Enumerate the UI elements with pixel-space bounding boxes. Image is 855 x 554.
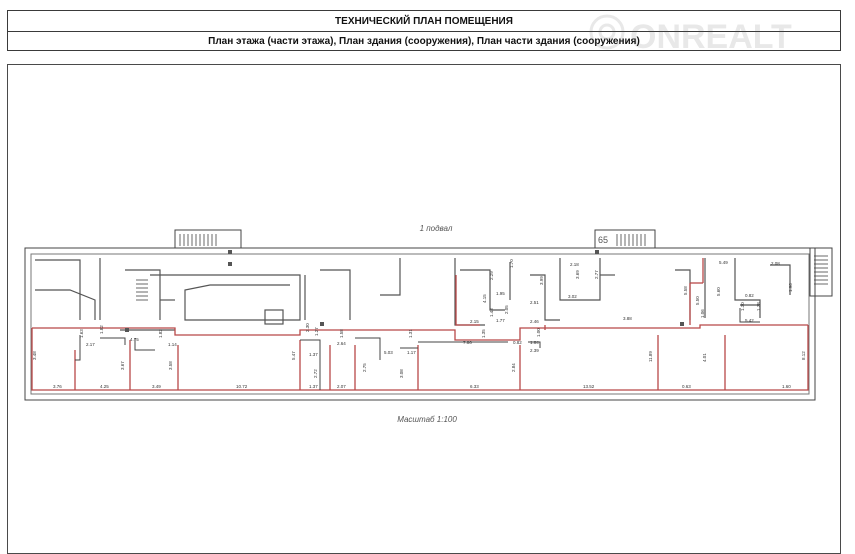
- level-marker: 65: [598, 235, 608, 245]
- scale-label: Масштаб 1:100: [397, 415, 457, 424]
- dimension-label: 1.00: [536, 328, 541, 337]
- dimension-label: 1.37: [309, 352, 318, 357]
- dimension-labels: 3.48 3.76 2.17 1.82 1.63 4.25 3.67 4.75 1.82 1.14…: [32, 259, 806, 389]
- lower-partitions: [75, 308, 760, 390]
- dimension-label: 1.60: [782, 384, 791, 389]
- dimension-label: 3.02: [568, 294, 577, 299]
- dimension-label: 2.51: [530, 300, 539, 305]
- dimension-label: 1.58: [339, 329, 344, 338]
- dimension-label: 3.58: [168, 361, 173, 370]
- dimension-label: 1.70: [509, 259, 514, 268]
- dimension-label: 1.96: [788, 283, 793, 292]
- stair-hatching: [136, 234, 828, 301]
- dimension-label: 3.08: [399, 369, 404, 378]
- dimension-label: 0.82: [745, 293, 754, 298]
- watermark-text: ONREALT: [630, 18, 792, 56]
- dimension-label: 1.30: [740, 302, 745, 311]
- stairwell-left: [174, 229, 242, 249]
- dimension-label: 2.18: [570, 262, 579, 267]
- dimension-label: 1.31: [408, 329, 413, 338]
- document-title: ТЕХНИЧЕСКИЙ ПЛАН ПОМЕЩЕНИЯ: [8, 11, 840, 32]
- dimension-label: 2.46: [530, 319, 539, 324]
- dimension-label: 5.03: [384, 350, 393, 355]
- dimension-label: 2.08: [771, 261, 780, 266]
- dimension-label: 1.35: [481, 329, 486, 338]
- dimension-label: 2.15: [470, 319, 479, 324]
- dimension-label: 6.33: [470, 384, 479, 389]
- dimension-label: 0.82: [513, 340, 522, 345]
- dimension-label: 1.82: [158, 329, 163, 338]
- dimension-label: 4.15: [482, 294, 487, 303]
- floor-label: 1 подвал: [420, 224, 453, 233]
- dimension-label: 2.29: [489, 271, 494, 280]
- highlighted-premises: [31, 258, 809, 391]
- dimension-label: 2.17: [86, 342, 95, 347]
- stairwell-east: [809, 247, 833, 297]
- dimension-label: 3.48: [32, 351, 37, 360]
- dimension-label: 10.72: [236, 384, 248, 389]
- dimension-label: 13.52: [583, 384, 595, 389]
- dimension-label: 3.67: [120, 361, 125, 370]
- document-header: ТЕХНИЧЕСКИЙ ПЛАН ПОМЕЩЕНИЯ План этажа (ч…: [7, 10, 841, 51]
- dimension-label: 3.69: [575, 270, 580, 279]
- dimension-label: 11.89: [648, 351, 653, 362]
- dimension-label: 5.42: [745, 318, 754, 323]
- dimension-label: 1.27: [314, 327, 319, 336]
- dimension-label: 1.78: [756, 302, 761, 311]
- dimension-label: 1.06: [700, 309, 705, 318]
- dimension-label: 1.14: [168, 342, 177, 347]
- dimension-label: 5.60: [716, 287, 721, 296]
- stairwell-right: [594, 229, 656, 249]
- dimension-label: 1.95: [496, 291, 505, 296]
- dimension-label: 2.75: [362, 363, 367, 372]
- dimension-label: 3.88: [623, 316, 632, 321]
- building-inner-wall: [30, 253, 810, 395]
- building-outline: [24, 247, 816, 401]
- document-subtitle: План этажа (части этажа), План здания (с…: [208, 36, 640, 47]
- dimension-label: 2.30: [305, 323, 310, 332]
- dimension-label: 1.17: [407, 350, 416, 355]
- dimension-label: 2.05: [504, 305, 509, 314]
- dimension-label: 5.50: [695, 296, 700, 305]
- interior-walls: [35, 258, 791, 331]
- dimension-label: 3.49: [152, 384, 161, 389]
- dimension-label: 1.82: [99, 325, 104, 334]
- dimension-label: 2.39: [530, 348, 539, 353]
- dimension-label: 1.84: [530, 340, 539, 345]
- watermark-logo: ONREALT: [585, 10, 840, 70]
- dimension-label: 7.86: [463, 340, 472, 345]
- dimension-label: 1.63: [79, 329, 84, 338]
- dimension-label: 4.75: [130, 337, 139, 342]
- dimension-label: 2.72: [313, 369, 318, 378]
- column-markers: [125, 250, 684, 332]
- dimension-label: 8.12: [801, 351, 806, 360]
- dimension-label: 2.07: [337, 384, 346, 389]
- dimension-label: 0.63: [682, 384, 691, 389]
- dimension-label: 2.84: [511, 363, 516, 372]
- dimension-label: 5.47: [291, 351, 296, 360]
- dimension-label: 3.99: [539, 276, 544, 285]
- dimension-label: 4.25: [100, 384, 109, 389]
- dimension-label: 3.76: [53, 384, 62, 389]
- dimension-label: 1.43: [489, 308, 494, 317]
- dimension-label: 2.64: [337, 341, 346, 346]
- dimension-label: 5.49: [719, 260, 728, 265]
- dimension-label: 1.77: [496, 318, 505, 323]
- dimension-label: 4.01: [702, 353, 707, 362]
- dimension-label: 2.77: [594, 270, 599, 279]
- dimension-label: 5.58: [683, 286, 688, 295]
- dimension-label: 1.37: [309, 384, 318, 389]
